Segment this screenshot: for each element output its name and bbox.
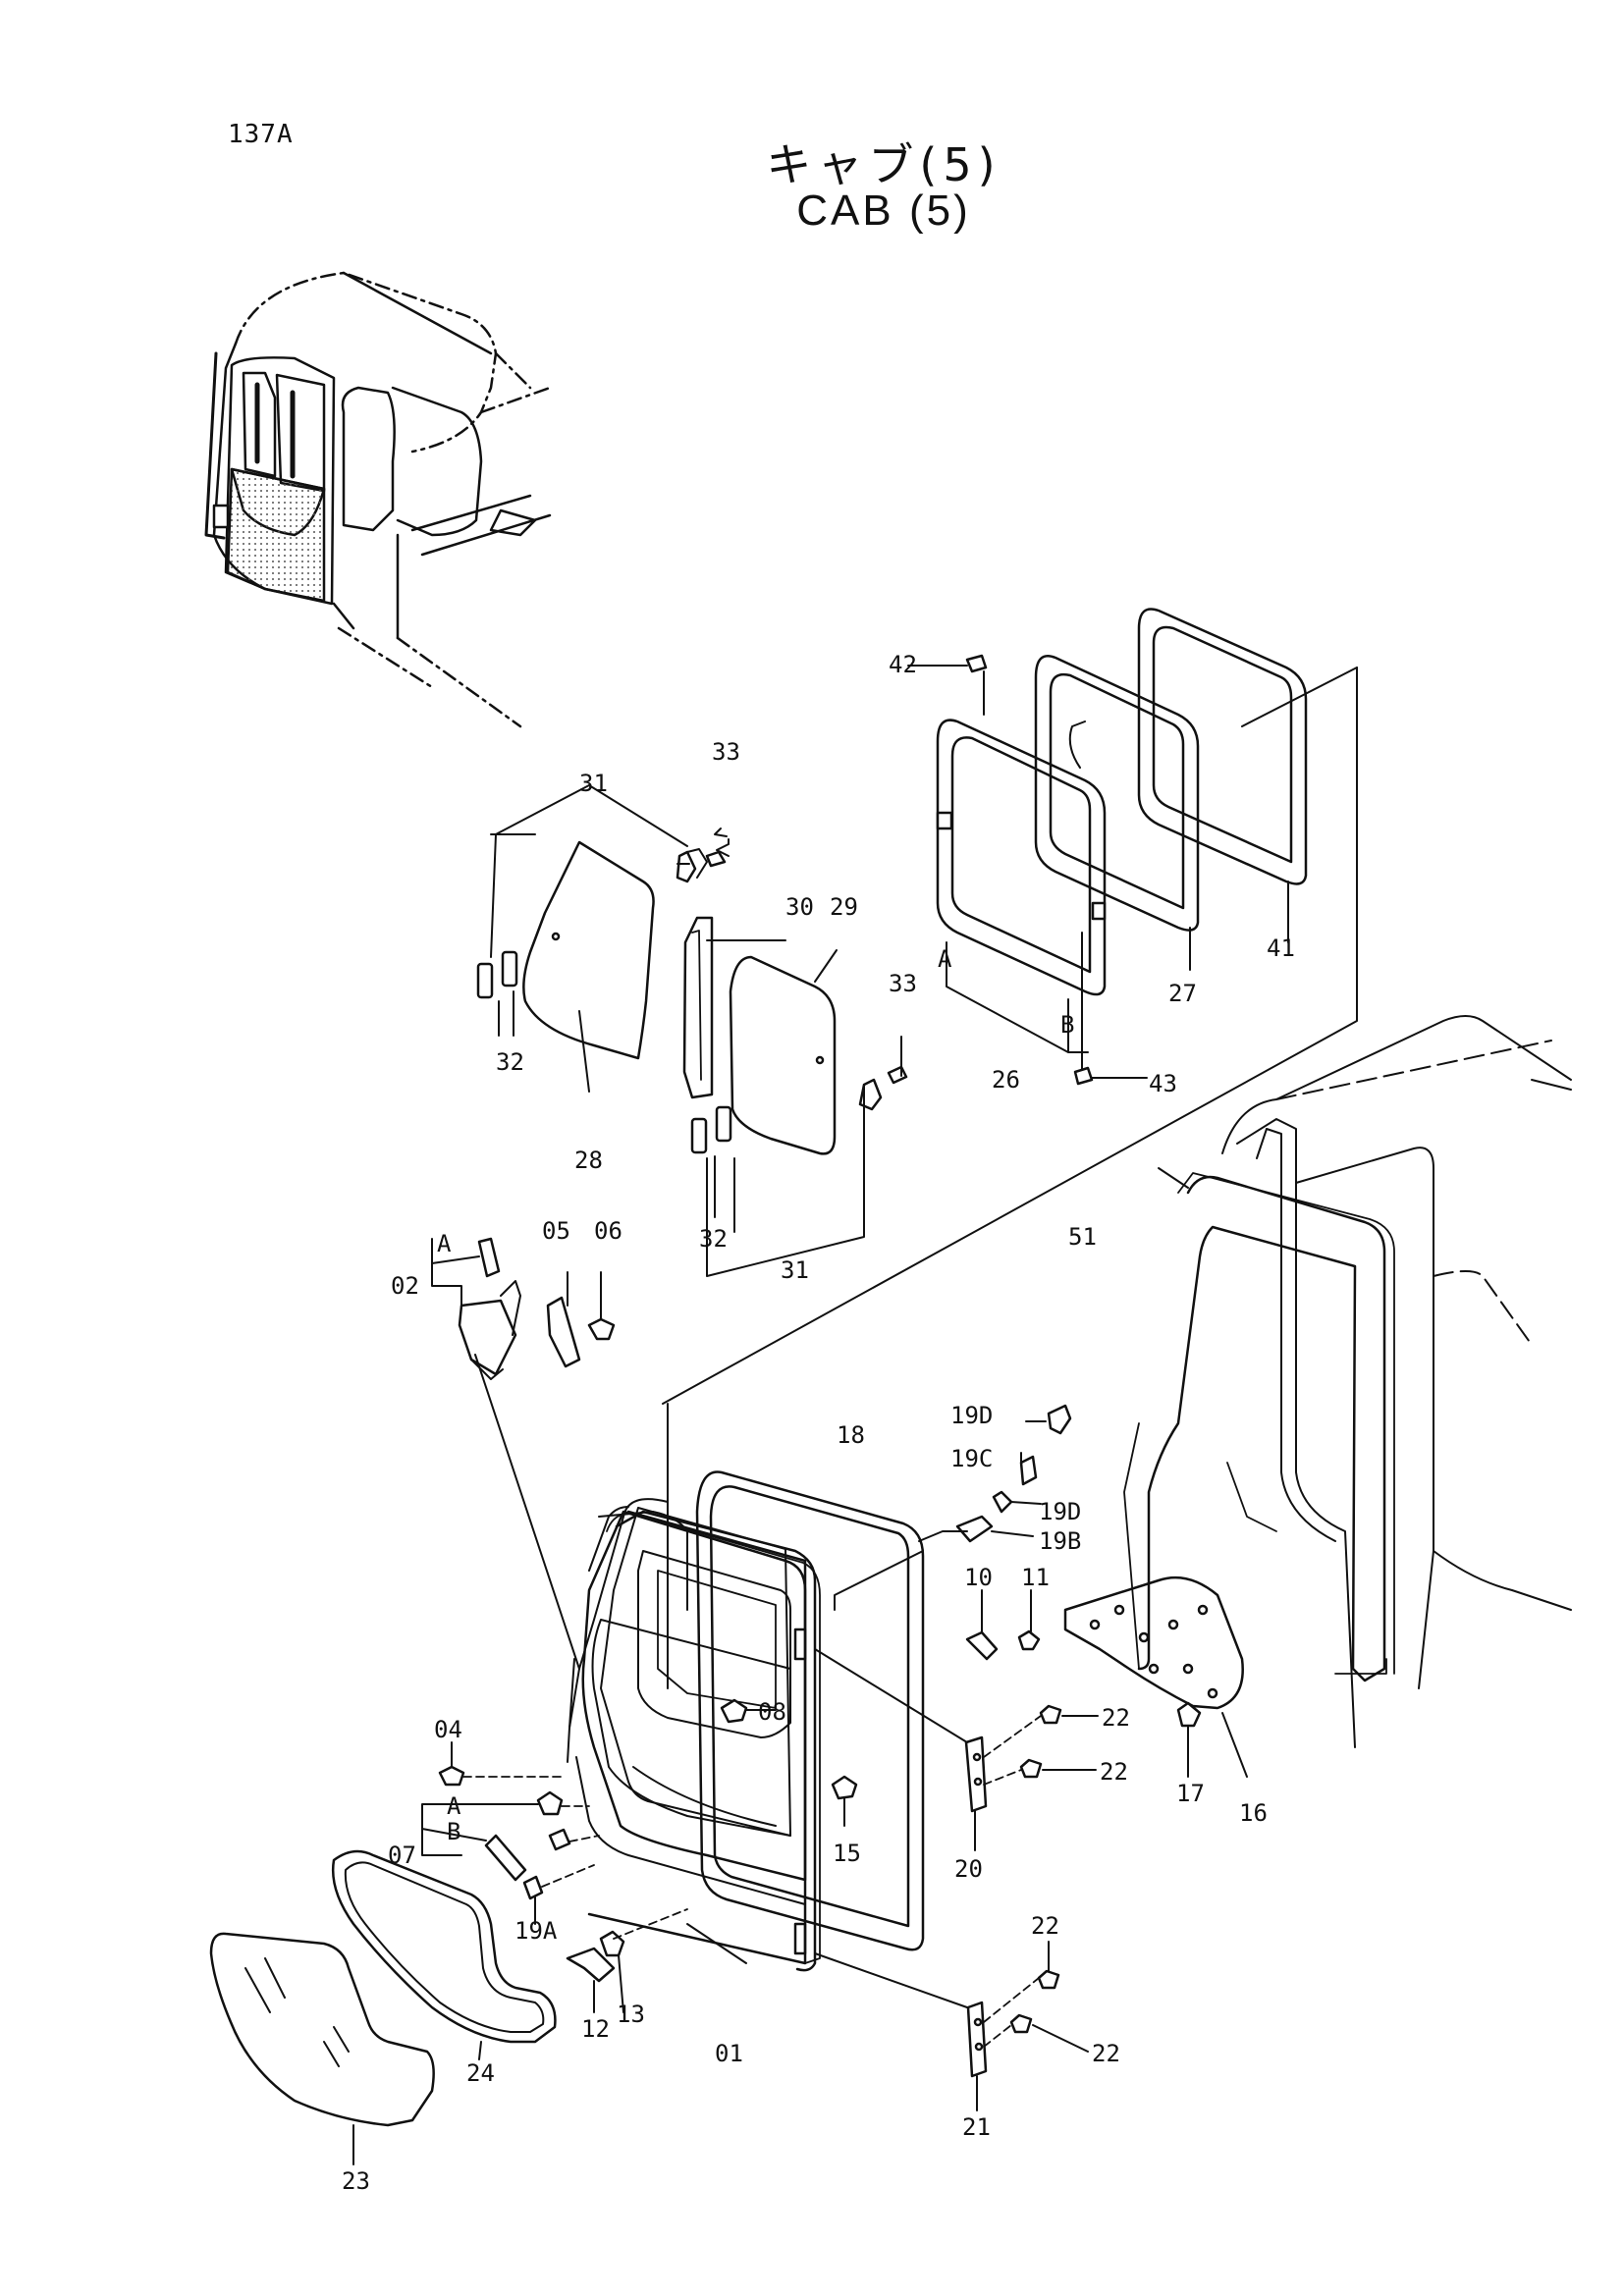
callout-32-right: 32 [699, 1225, 728, 1253]
door-assembly [567, 1403, 1099, 2111]
callout-labels: 31 33 42 41 27 A B 26 43 30 29 33 32 28 … [342, 651, 1295, 2195]
callout-33-top: 33 [712, 738, 740, 766]
callout-04: 04 [434, 1716, 462, 1743]
callout-13: 13 [617, 2001, 645, 2028]
callout-02: 02 [391, 1272, 419, 1300]
callout-43: 43 [1149, 1070, 1177, 1097]
callout-18: 18 [837, 1421, 865, 1449]
callout-22-b: 22 [1100, 1758, 1128, 1786]
door-latch-parts [431, 1237, 616, 1670]
callout-19d: 19D [1039, 1498, 1081, 1525]
callout-11: 11 [1021, 1564, 1050, 1591]
cab-overview-sketch [204, 271, 552, 728]
callout-10: 10 [964, 1564, 993, 1591]
label-a-26: A [938, 945, 952, 973]
callout-31-bottom: 31 [781, 1256, 809, 1284]
callout-23: 23 [342, 2167, 370, 2195]
callout-26: 26 [992, 1066, 1020, 1094]
title-english: CAB (5) [796, 187, 971, 235]
callout-05: 05 [542, 1217, 570, 1245]
callout-07: 07 [388, 1842, 416, 1869]
callout-33-right: 33 [889, 970, 917, 997]
label-a-02: A [437, 1230, 452, 1257]
callout-42: 42 [889, 651, 917, 678]
callout-19c: 19C [950, 1445, 993, 1472]
cab-body-frame [1123, 1015, 1572, 1748]
callout-41: 41 [1267, 934, 1295, 962]
callout-01: 01 [715, 2040, 743, 2067]
callout-22-c: 22 [1031, 1912, 1059, 1940]
callout-51: 51 [1068, 1223, 1097, 1251]
label-a-07: A [447, 1792, 461, 1820]
callout-32-left: 32 [496, 1048, 524, 1076]
callout-28: 28 [574, 1147, 603, 1174]
callout-24: 24 [466, 2059, 495, 2087]
callout-08: 08 [758, 1698, 786, 1726]
door-glass-and-handle [209, 1741, 747, 2165]
sliding-glass-assembly [476, 784, 908, 1277]
bracket-parts [834, 1404, 1072, 1661]
callout-15: 15 [833, 1840, 861, 1867]
page-code: 137A [228, 120, 294, 149]
callout-21: 21 [962, 2113, 991, 2141]
callout-12: 12 [581, 2015, 610, 2043]
label-b-07: B [447, 1818, 460, 1845]
callout-19a: 19A [514, 1917, 558, 1945]
callout-22-a: 22 [1102, 1704, 1130, 1732]
callout-17: 17 [1176, 1780, 1205, 1807]
callout-31-top: 31 [579, 770, 608, 797]
callout-30: 30 [785, 893, 814, 921]
callout-06: 06 [594, 1217, 622, 1245]
label-b-26: B [1060, 1011, 1074, 1039]
callout-20: 20 [954, 1855, 983, 1883]
callout-27: 27 [1168, 980, 1197, 1007]
rear-window-frames [662, 608, 1358, 1405]
callout-19d-top: 19D [950, 1402, 993, 1429]
title-japanese: キャブ(5) [766, 138, 1001, 191]
callout-19b: 19B [1039, 1527, 1081, 1555]
callout-29: 29 [830, 893, 858, 921]
side-panel-plate [1063, 1575, 1248, 1778]
callout-16: 16 [1239, 1799, 1268, 1827]
callout-22-d: 22 [1092, 2040, 1120, 2067]
